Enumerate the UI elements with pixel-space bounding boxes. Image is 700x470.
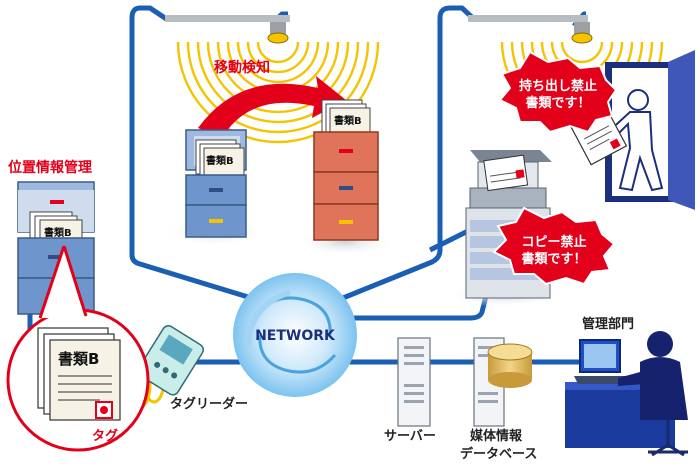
alert-no-copy-line2: 書類です！ [521, 251, 586, 267]
doc-label-blue: 書類B [206, 154, 234, 167]
alert-no-takeout-line2: 書類です！ [525, 95, 590, 111]
copier-document [483, 154, 529, 192]
callout-document-stack [37, 327, 121, 421]
move-arrow [198, 76, 346, 138]
doc-label-orange: 書類B [334, 114, 362, 127]
media-database [473, 337, 533, 427]
alert-burst-no-takeout [498, 50, 618, 134]
position-cabinet [17, 181, 95, 315]
signal-waves-left [176, 41, 380, 144]
alert-no-copy-line1: コピー禁止 [521, 234, 586, 250]
ceiling-sensor-left [165, 15, 290, 44]
alert-burst-no-copy [492, 206, 616, 286]
label-media-db-line1: 媒体情報 [470, 428, 523, 444]
office-chair [648, 420, 688, 457]
alert-no-takeout-line1: 持ち出し禁止 [519, 78, 597, 94]
orange-cabinet [295, 99, 395, 256]
doc-label-callout: 書類B [58, 350, 99, 368]
tag-callout [6, 245, 150, 452]
server [397, 337, 431, 427]
label-admin: 管理部門 [582, 316, 634, 332]
rfid-tag-icon [95, 401, 113, 419]
label-network: NETWORK [255, 328, 336, 344]
ceiling-sensor-right [468, 15, 593, 44]
network-hub [233, 273, 357, 397]
label-position-management: 位置情報管理 [8, 159, 92, 176]
admin-person-icon [618, 331, 688, 420]
network-lines [27, 5, 587, 365]
tag-reader [114, 325, 204, 414]
blue-cabinet-center [165, 129, 265, 246]
label-server: サーバー [384, 429, 436, 444]
label-media-db-line2: データベース [460, 446, 537, 462]
label-tag: タグ [92, 428, 118, 444]
label-tag-reader: タグリーダー [170, 396, 248, 412]
label-movement-detection: 移動検知 [214, 59, 270, 76]
doc-label-left: 書類B [44, 226, 72, 239]
